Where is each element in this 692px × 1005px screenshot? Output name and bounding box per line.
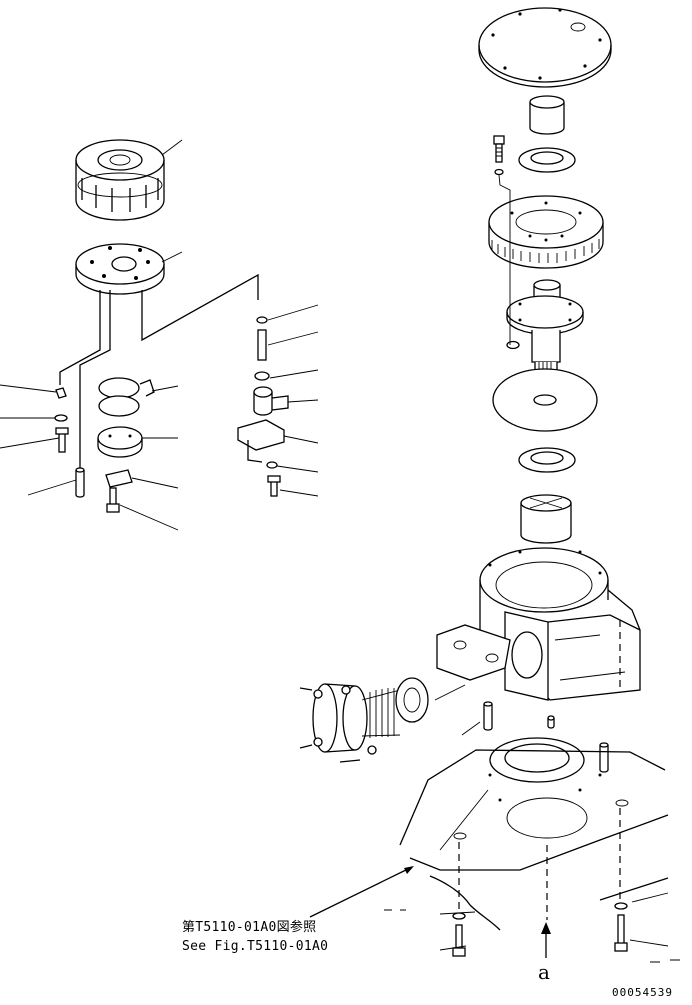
- small-parts-left: [54, 387, 85, 498]
- bolt-top: [493, 135, 505, 176]
- thrust-washer-lower: [518, 447, 576, 473]
- thrust-washer-top: [518, 147, 576, 173]
- pinion-shaft: [492, 279, 598, 432]
- friction-discs: [97, 377, 155, 513]
- valve-parts: [237, 316, 289, 497]
- bushing-top: [529, 95, 565, 135]
- gearbox-housing: [436, 547, 641, 701]
- sun-gear-plate: [75, 243, 165, 295]
- callout-leaders: [0, 304, 680, 963]
- shim-plate: [489, 737, 585, 783]
- planet-carrier: [75, 139, 165, 221]
- bushing-lower: [520, 494, 572, 544]
- view-label: a: [538, 960, 550, 984]
- drawing-code: 00054539: [612, 986, 673, 999]
- hydraulic-motor: [299, 677, 429, 763]
- reference-note-en: See Fig.T5110-01A0: [182, 939, 329, 954]
- bolts-bottom: [452, 902, 628, 957]
- top-cover-plate: [478, 7, 612, 88]
- small-washer: [506, 340, 520, 350]
- reference-note-jp: 第T5110-01A0図参照: [182, 920, 317, 935]
- machine-frame: [399, 749, 669, 931]
- ring-gear: [488, 195, 604, 269]
